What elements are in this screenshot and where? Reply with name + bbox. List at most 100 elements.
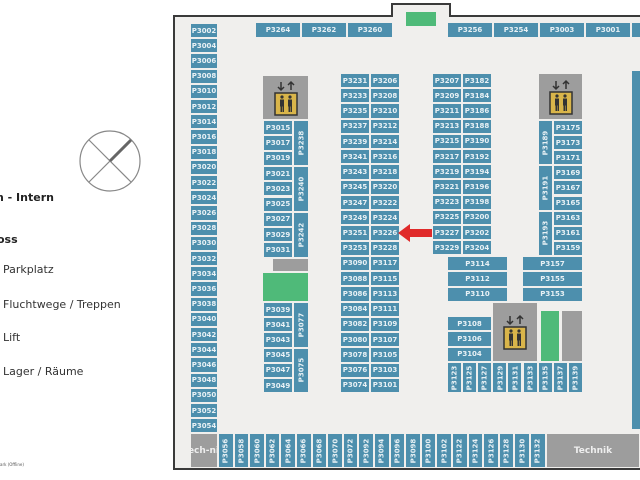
parking-space[interactable]: P3216 [370,149,400,165]
parking-space[interactable]: P3022 [190,175,218,191]
parking-space[interactable]: P3012 [190,99,218,115]
parking-space[interactable]: P3090 [340,255,370,272]
parking-space[interactable]: P3198 [462,194,492,210]
parking-space[interactable]: P3196 [462,179,492,195]
parking-space[interactable]: P3008 [190,68,218,84]
parking-space[interactable]: P3043 [263,332,293,348]
parking-space[interactable]: P3094 [374,433,390,468]
parking-space[interactable]: P3240 [293,165,309,212]
parking-space[interactable]: P3256 [447,22,493,38]
parking-space[interactable]: P3021 [263,165,293,182]
parking-space[interactable]: P3207 [432,73,462,89]
parking-space[interactable]: P3045 [263,347,293,363]
parking-space[interactable]: P3218 [370,164,400,180]
parking-space[interactable]: P3219 [432,164,462,180]
parking-space[interactable]: P3113 [370,286,400,302]
parking-space[interactable]: P3132 [530,433,546,468]
parking-space[interactable]: P3231 [340,73,370,89]
parking-space[interactable]: P3159 [553,240,583,256]
parking-space[interactable]: P3052 [190,403,218,419]
parking-space[interactable]: P3171 [553,150,583,166]
parking-space[interactable]: P3122 [452,433,468,468]
parking-space[interactable]: P3034 [190,266,218,282]
parking-space[interactable]: P3260 [347,22,393,38]
parking-space[interactable]: P3224 [370,210,400,226]
parking-space[interactable]: P3004 [190,38,218,54]
parking-space[interactable]: P3102 [436,433,452,468]
parking-space[interactable]: P3129 [492,362,508,393]
parking-space[interactable]: P3030 [190,235,218,251]
parking-space[interactable]: P3108 [447,316,492,332]
parking-space[interactable]: P3125 [462,362,478,393]
parking-space[interactable]: P3040 [190,311,218,327]
parking-space[interactable]: P3193 [538,210,553,256]
parking-space[interactable]: P3165 [553,195,583,211]
parking-space[interactable]: P3110 [447,286,508,302]
parking-space[interactable]: P3101 [370,377,400,394]
parking-space[interactable]: P3106 [447,331,492,347]
parking-space[interactable]: P3208 [370,88,400,104]
parking-space[interactable]: P3191 [538,165,553,211]
parking-space[interactable]: P3046 [190,357,218,373]
parking-space[interactable]: P3070 [327,433,343,468]
parking-space[interactable]: P3015 [263,120,293,136]
parking-space[interactable]: P3026 [190,205,218,221]
parking-space[interactable]: P3117 [370,255,400,272]
parking-space[interactable]: P3114 [447,256,508,272]
parking-space[interactable]: P3228 [370,240,400,256]
parking-space[interactable]: P3018 [190,144,218,160]
parking-space[interactable]: P3227 [432,225,462,241]
parking-space[interactable]: P3167 [553,180,583,196]
parking-space[interactable]: P3226 [370,225,400,241]
parking-space[interactable]: P3100 [420,433,437,468]
parking-space[interactable]: P3006 [190,53,218,69]
parking-space[interactable]: P3003 [539,22,585,38]
parking-space[interactable]: P3074 [340,377,370,394]
parking-space[interactable]: P3235 [340,103,370,119]
parking-space[interactable]: P3186 [462,103,492,119]
parking-space[interactable]: P3213 [432,118,462,134]
parking-space[interactable]: P3001 [585,22,631,38]
parking-space[interactable]: P3115 [370,271,400,287]
parking-space[interactable]: P3137 [552,362,568,393]
parking-space[interactable]: P3253 [340,240,370,256]
parking-space[interactable]: P3242 [293,211,309,258]
parking-space[interactable]: P3031 [263,242,293,258]
parking-space[interactable]: P3036 [190,281,218,297]
parking-space[interactable]: P3023 [263,181,293,197]
parking-space[interactable]: P3153 [522,286,583,302]
parking-space[interactable]: P3020 [190,159,218,175]
parking-space[interactable]: P3131 [507,362,523,393]
parking-space[interactable]: P3028 [190,220,218,236]
parking-space[interactable]: P3078 [340,347,370,363]
parking-space[interactable]: P3251 [340,225,370,241]
parking-space[interactable]: P3054 [190,418,218,434]
parking-space[interactable]: P3212 [370,118,400,134]
parking-space[interactable]: P3086 [340,286,370,302]
parking-space[interactable]: P3163 [553,210,583,226]
parking-space[interactable]: P3225 [432,209,462,225]
parking-space[interactable]: P3123 [447,362,463,393]
parking-space[interactable]: P3014 [190,114,218,130]
parking-space[interactable]: P3029 [263,227,293,243]
parking-space[interactable]: P3239 [340,133,370,150]
parking-space[interactable]: P3049 [263,378,293,394]
parking-space[interactable]: P3130 [514,433,530,468]
parking-space[interactable]: P3184 [462,88,492,104]
parking-space[interactable]: P3211 [432,103,462,119]
parking-space[interactable]: P3105 [370,347,400,363]
parking-space[interactable]: P3068 [311,433,328,468]
parking-space[interactable]: P3161 [553,225,583,241]
parking-space[interactable]: P3175 [553,120,583,136]
parking-space[interactable]: P3107 [370,332,400,348]
parking-space[interactable]: P3223 [432,194,462,210]
parking-space[interactable]: P3243 [340,164,370,180]
parking-space[interactable]: P3262 [301,22,347,38]
parking-space[interactable]: P3238 [293,120,309,166]
parking-space[interactable]: P3202 [462,225,492,241]
parking-space[interactable]: P3041 [263,317,293,333]
parking-space[interactable]: P3169 [553,165,583,181]
parking-space[interactable]: P3111 [370,301,400,317]
parking-space[interactable]: P3103 [370,362,400,378]
parking-space[interactable]: P3080 [340,332,370,348]
